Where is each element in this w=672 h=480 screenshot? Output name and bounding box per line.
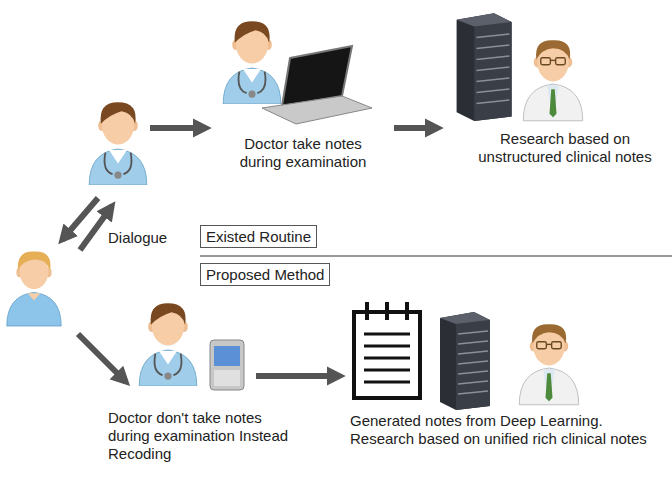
laptop <box>262 46 372 124</box>
section-title: Existed Routine <box>206 228 311 245</box>
figure-caption: Doctor take notes during examination <box>228 135 378 171</box>
figure-group: Doctor don't take notes during examinati… <box>130 294 250 392</box>
section-tag: Existed Routine <box>200 225 317 248</box>
phone <box>210 340 244 390</box>
section-tag: Proposed Method <box>200 263 330 286</box>
figure-caption: Research based on unstructured clinical … <box>465 130 665 166</box>
figure-group: Doctor take notes during examination <box>218 14 388 126</box>
figure-caption: Generated notes from Deep Learning. Rese… <box>350 412 650 448</box>
figure-group: Research based on unstructured clinical … <box>446 8 592 124</box>
flow-arrow <box>394 125 438 131</box>
section-title: Proposed Method <box>206 266 324 283</box>
flow-label: Dialogue <box>108 229 167 247</box>
figure-group: Generated notes from Deep Learning. Rese… <box>348 298 588 410</box>
figure-caption: Doctor don't take notes during examinati… <box>108 409 290 463</box>
flow-arrow <box>256 373 340 379</box>
notepad <box>354 302 420 398</box>
